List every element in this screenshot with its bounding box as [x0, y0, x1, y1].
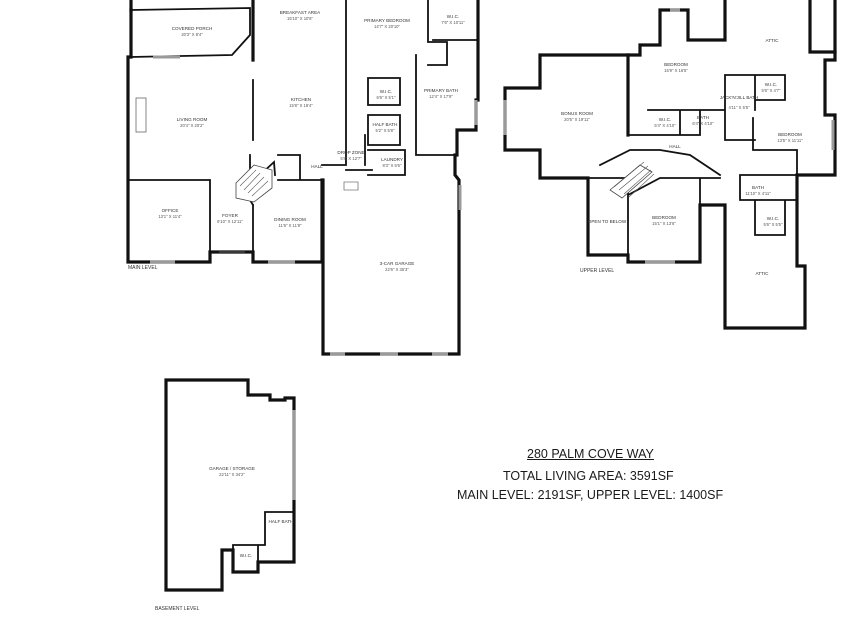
- room-foyer: FOYER: [222, 213, 239, 218]
- main-windows: [150, 55, 478, 356]
- room-basement-wic: W.I.C.: [240, 553, 253, 558]
- room-drop-zone: DROP ZONE: [337, 150, 364, 155]
- upper-top-walls: [626, 0, 837, 57]
- room-open-to-below: OPEN TO BELOW: [588, 219, 627, 224]
- room-living: LIVING ROOM: [177, 117, 208, 122]
- upper-level-plan: UPPER LEVEL BEDROOM 15'9" X 16'5" ATTIC …: [503, 0, 837, 330]
- level-areas: MAIN LEVEL: 2191SF, UPPER LEVEL: 1400SF: [457, 488, 724, 502]
- svg-text:5'6" X 4'7": 5'6" X 4'7": [761, 88, 781, 93]
- room-upper-hall: HALL: [669, 144, 681, 149]
- room-wic-a: W.I.C.: [765, 82, 778, 87]
- room-wic-b: W.I.C.: [659, 117, 672, 122]
- svg-text:20'5" X 19'11": 20'5" X 19'11": [564, 117, 590, 122]
- room-half-bath: HALF BATH: [373, 122, 398, 127]
- svg-text:5'4" X 4'10": 5'4" X 4'10": [654, 123, 676, 128]
- basement-level-plan: BASEMENT LEVEL GARAGE / STORAGE 22'11" X…: [155, 378, 296, 612]
- svg-text:6'4" X 4'10": 6'4" X 4'10": [692, 121, 714, 126]
- room-laundry: LAUNDRY: [381, 157, 403, 162]
- room-covered-porch: COVERED PORCH: [172, 26, 213, 31]
- svg-text:20'3" X 8'4": 20'3" X 8'4": [181, 32, 203, 37]
- porch-wall: [130, 7, 251, 58]
- room-attic-1: ATTIC: [766, 38, 780, 43]
- svg-text:12'4" X 17'9": 12'4" X 17'9": [429, 94, 453, 99]
- room-wic-primary: W.I.C.: [447, 14, 460, 19]
- upper-exterior-wall: [503, 0, 837, 330]
- svg-text:6'10" X 12'11": 6'10" X 12'11": [217, 219, 243, 224]
- room-wic-small: W.I.C.: [380, 89, 393, 94]
- svg-text:8'3" X 5'6": 8'3" X 5'6": [382, 163, 402, 168]
- room-bonus: BONUS ROOM: [561, 111, 593, 116]
- room-bedroom-3: BEDROOM: [652, 215, 676, 220]
- svg-text:20'4" X 20'2": 20'4" X 20'2": [180, 123, 204, 128]
- room-breakfast-area: BREAKFAST AREA: [280, 10, 321, 15]
- svg-text:11'6" X 11'8": 11'6" X 11'8": [278, 223, 302, 228]
- room-dining: DINING ROOM: [274, 217, 306, 222]
- svg-text:13'1" X 11'4": 13'1" X 11'4": [158, 214, 182, 219]
- svg-text:5'6" X 5'5": 5'6" X 5'5": [763, 222, 783, 227]
- fireplace-icon: [135, 97, 147, 133]
- room-wic-c: W.I.C.: [767, 216, 780, 221]
- basement-interior-walls: [232, 511, 295, 563]
- room-bedroom-1: BEDROOM: [664, 62, 688, 67]
- svg-text:22'11" X 34'2": 22'11" X 34'2": [219, 472, 245, 477]
- room-basement-half-bath: HALF BATH: [269, 519, 294, 524]
- main-exterior-wall: [126, 0, 480, 356]
- room-bath-b: BATH: [752, 185, 764, 190]
- main-doors: [219, 181, 359, 253]
- upper-staircase: [609, 161, 655, 199]
- svg-text:15'8" X 18'4": 15'8" X 18'4": [289, 103, 313, 108]
- svg-text:4'11" X 5'5": 4'11" X 5'5": [728, 105, 750, 110]
- upper-windows: [503, 8, 835, 264]
- room-kitchen: KITCHEN: [291, 97, 311, 102]
- room-primary-bath: PRIMARY BATH: [424, 88, 458, 93]
- room-bedroom-2: BEDROOM: [778, 132, 802, 137]
- room-garage: 3-CAR GARAGE: [380, 261, 415, 266]
- room-jack-jill-bath: JACK'N'JILL BATH: [720, 95, 759, 100]
- room-attic-2: ATTIC: [756, 271, 770, 276]
- svg-text:22'6" X 35'3": 22'6" X 35'3": [385, 267, 409, 272]
- svg-text:11'10" X 4'11": 11'10" X 4'11": [745, 191, 771, 196]
- svg-text:15'10" X 10'6": 15'10" X 10'6": [287, 16, 314, 21]
- svg-text:15'1" X 13'6": 15'1" X 13'6": [652, 221, 676, 226]
- property-address: 280 PALM COVE WAY: [527, 447, 654, 461]
- main-top-wall: [129, 0, 255, 62]
- svg-text:14'7" X 20'10": 14'7" X 20'10": [374, 24, 401, 29]
- basement-exterior-wall: [164, 378, 296, 592]
- main-level-plan: MAIN LEVEL COVERED PORCH 20'3" X 8'4" BR…: [126, 0, 480, 356]
- main-level-label: MAIN LEVEL: [128, 265, 158, 271]
- svg-text:6'6" X 5'1": 6'6" X 5'1": [376, 95, 396, 100]
- main-staircase: [235, 164, 273, 203]
- room-hall: HALL: [311, 164, 323, 169]
- room-primary-bedroom: PRIMARY BEDROOM: [364, 18, 410, 23]
- upper-level-label: UPPER LEVEL: [580, 268, 614, 274]
- total-living-area: TOTAL LIVING AREA: 3591SF: [503, 469, 674, 483]
- svg-text:15'9" X 16'5": 15'9" X 16'5": [664, 68, 688, 73]
- svg-text:5'8" X 12'7": 5'8" X 12'7": [340, 156, 362, 161]
- upper-interior-walls: [587, 74, 798, 256]
- room-bath-a: BATH: [697, 115, 709, 120]
- basement-level-label: BASEMENT LEVEL: [155, 606, 200, 612]
- svg-text:5'2" X 5'8": 5'2" X 5'8": [375, 128, 395, 133]
- room-office: OFFICE: [162, 208, 179, 213]
- room-garage-storage: GARAGE / STORAGE: [209, 466, 255, 471]
- svg-text:7'6" X 10'11": 7'6" X 10'11": [441, 20, 465, 25]
- svg-text:13'5" X 11'11": 13'5" X 11'11": [777, 138, 803, 143]
